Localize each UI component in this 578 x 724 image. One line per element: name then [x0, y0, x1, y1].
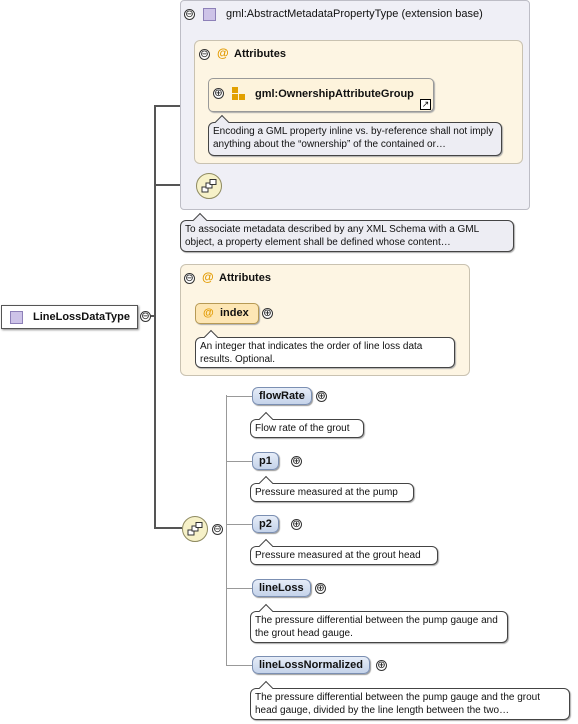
attribute-group-icon [232, 87, 246, 101]
element-p2[interactable]: p2 [252, 515, 279, 533]
attributes-title: Attributes [219, 272, 271, 284]
attributes-box: ⊖ @ Attributes @ index ⊕ An integer that… [180, 264, 470, 376]
attributes-collapse-toggle[interactable]: ⊖ [184, 273, 195, 284]
element-flowRate[interactable]: flowRate [252, 387, 312, 405]
sequence-compositor-icon[interactable] [182, 516, 208, 542]
attribute-index-doc: An integer that indicates the order of l… [195, 329, 455, 368]
attribute-index-expand-toggle[interactable]: ⊕ [262, 308, 273, 319]
extension-attributes-box: ⊖ @ Attributes ⊕ gml:OwnershipAttributeG… [194, 40, 523, 164]
extension-title: gml:AbstractMetadataPropertyType (extens… [226, 8, 483, 20]
connector-flowRate [226, 396, 252, 397]
attribute-group-node[interactable]: ⊕ gml:OwnershipAttributeGroup ↗ [208, 78, 434, 112]
connector-lineLossNormalized [226, 665, 252, 666]
attribute-index-label: index [220, 307, 249, 319]
element-flowRate-expand-toggle[interactable]: ⊕ [316, 391, 327, 402]
attributes-title: Attributes [234, 48, 286, 60]
element-p2-expand-toggle[interactable]: ⊕ [291, 519, 302, 530]
connector-root [151, 315, 155, 317]
sequence-collapse-toggle[interactable]: ⊖ [212, 524, 223, 535]
element-lineLoss-expand-toggle[interactable]: ⊕ [315, 583, 326, 594]
sequence-compositor-icon[interactable] [196, 173, 222, 199]
attribute-group-expand-toggle[interactable]: ⊕ [213, 88, 224, 99]
element-p1-expand-toggle[interactable]: ⊕ [291, 456, 302, 467]
element-p2-doc: Pressure measured at the grout head [250, 538, 438, 565]
element-lineLossNormalized-expand-toggle[interactable]: ⊕ [376, 660, 387, 671]
connector-top [154, 105, 194, 107]
element-p1[interactable]: p1 [252, 452, 279, 470]
element-lineLossNormalized[interactable]: lineLossNormalized [252, 656, 370, 674]
connector-trunk [154, 106, 156, 527]
attribute-group-doc: Encoding a GML property inline vs. by-re… [208, 114, 502, 156]
attribute-icon: @ [217, 46, 229, 60]
connector-seq1 [154, 184, 194, 186]
element-lineLoss-doc: The pressure differential between the pu… [250, 603, 508, 643]
root-type-label: LineLossDataType [33, 311, 130, 323]
element-p1-doc: Pressure measured at the pump [250, 475, 414, 502]
root-type-node[interactable]: LineLossDataType [1, 305, 138, 329]
complex-type-icon [203, 8, 216, 21]
element-lineLoss[interactable]: lineLoss [252, 579, 311, 597]
attributes-collapse-toggle[interactable]: ⊖ [199, 49, 210, 60]
attribute-icon: @ [203, 307, 214, 319]
attribute-icon: @ [202, 270, 214, 284]
reference-link-icon[interactable]: ↗ [420, 99, 431, 110]
connector-elements [226, 395, 227, 665]
element-lineLossNormalized-doc: The pressure differential between the pu… [250, 680, 570, 720]
attribute-index-node[interactable]: @ index [195, 303, 259, 324]
connector-p1 [226, 461, 252, 462]
extension-doc: To associate metadata described by any X… [180, 212, 514, 252]
connector-lineLoss [226, 588, 252, 589]
complex-type-icon [10, 311, 23, 324]
root-collapse-toggle[interactable]: ⊖ [140, 311, 151, 322]
connector-seq2 [154, 527, 182, 529]
connector-p2 [226, 524, 252, 525]
element-flowRate-doc: Flow rate of the grout [250, 411, 364, 438]
attribute-group-label: gml:OwnershipAttributeGroup [255, 88, 414, 100]
extension-collapse-toggle[interactable]: ⊖ [184, 9, 195, 20]
extension-base-box: ⊖ gml:AbstractMetadataPropertyType (exte… [180, 0, 530, 210]
